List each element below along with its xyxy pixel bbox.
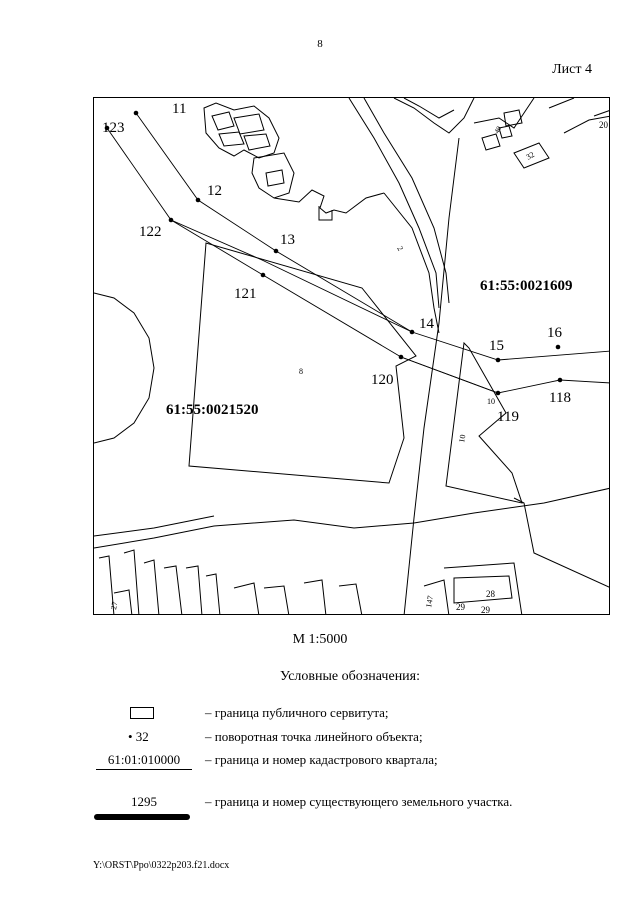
- map-scale: М 1:5000: [292, 632, 348, 647]
- land-plot-boundary-symbol: [94, 814, 190, 820]
- sheet-label: Лист 4: [552, 62, 592, 77]
- file-path-footer: Y:\ORST\Ppo\0322p203.f21.docx: [93, 860, 230, 871]
- page-number: 8: [317, 38, 323, 50]
- svg-text:29: 29: [481, 605, 491, 615]
- parcel-label: 2: [395, 245, 405, 253]
- svg-text:147: 147: [424, 595, 435, 608]
- svg-text:27: 27: [109, 601, 119, 610]
- svg-text:20: 20: [599, 120, 609, 130]
- svg-text:10: 10: [457, 434, 467, 443]
- point-label: 13: [280, 232, 295, 248]
- point-label: 123: [102, 120, 125, 136]
- svg-text:29: 29: [456, 602, 466, 612]
- point-label: 11: [172, 101, 186, 117]
- cadastral-map: 2 32 20 40 8 10 10: [93, 97, 610, 615]
- legend-text: – граница и номер существующего земельно…: [205, 794, 513, 809]
- quarter-label: 61:55:0021520: [166, 402, 259, 418]
- point-label: 14: [419, 316, 435, 332]
- legend-text: – поворотная точка линейного объекта;: [205, 729, 423, 744]
- quarter-label: 61:55:0021609: [480, 278, 573, 294]
- svg-text:40: 40: [493, 125, 504, 135]
- legend-title: Условные обозначения:: [279, 669, 421, 684]
- point-label: 12: [207, 183, 222, 199]
- turning-point-symbol: • 32: [128, 729, 149, 744]
- land-plot-number: 1295: [131, 794, 157, 809]
- point-label: 15: [489, 338, 504, 354]
- svg-text:8: 8: [299, 367, 303, 376]
- legend-text: – граница публичного сервитута;: [205, 705, 389, 720]
- point-label: 120: [371, 372, 394, 388]
- cadastral-quarter-symbol: 61:01:010000: [96, 752, 192, 770]
- legend-text: – граница и номер кадастрового квартала;: [205, 752, 438, 767]
- point-label: 119: [497, 409, 519, 425]
- point-label: 122: [139, 224, 162, 240]
- svg-text:32: 32: [525, 150, 536, 162]
- svg-text:10: 10: [487, 397, 495, 406]
- turning-points: [104, 110, 563, 396]
- svg-text:28: 28: [486, 589, 496, 599]
- servitude-boundary-symbol: [130, 707, 154, 719]
- point-label: 121: [234, 286, 257, 302]
- point-label: 16: [547, 325, 563, 341]
- point-label: 118: [549, 390, 571, 406]
- map-drawing: 2 32 20 40 8 10 10: [94, 98, 609, 615]
